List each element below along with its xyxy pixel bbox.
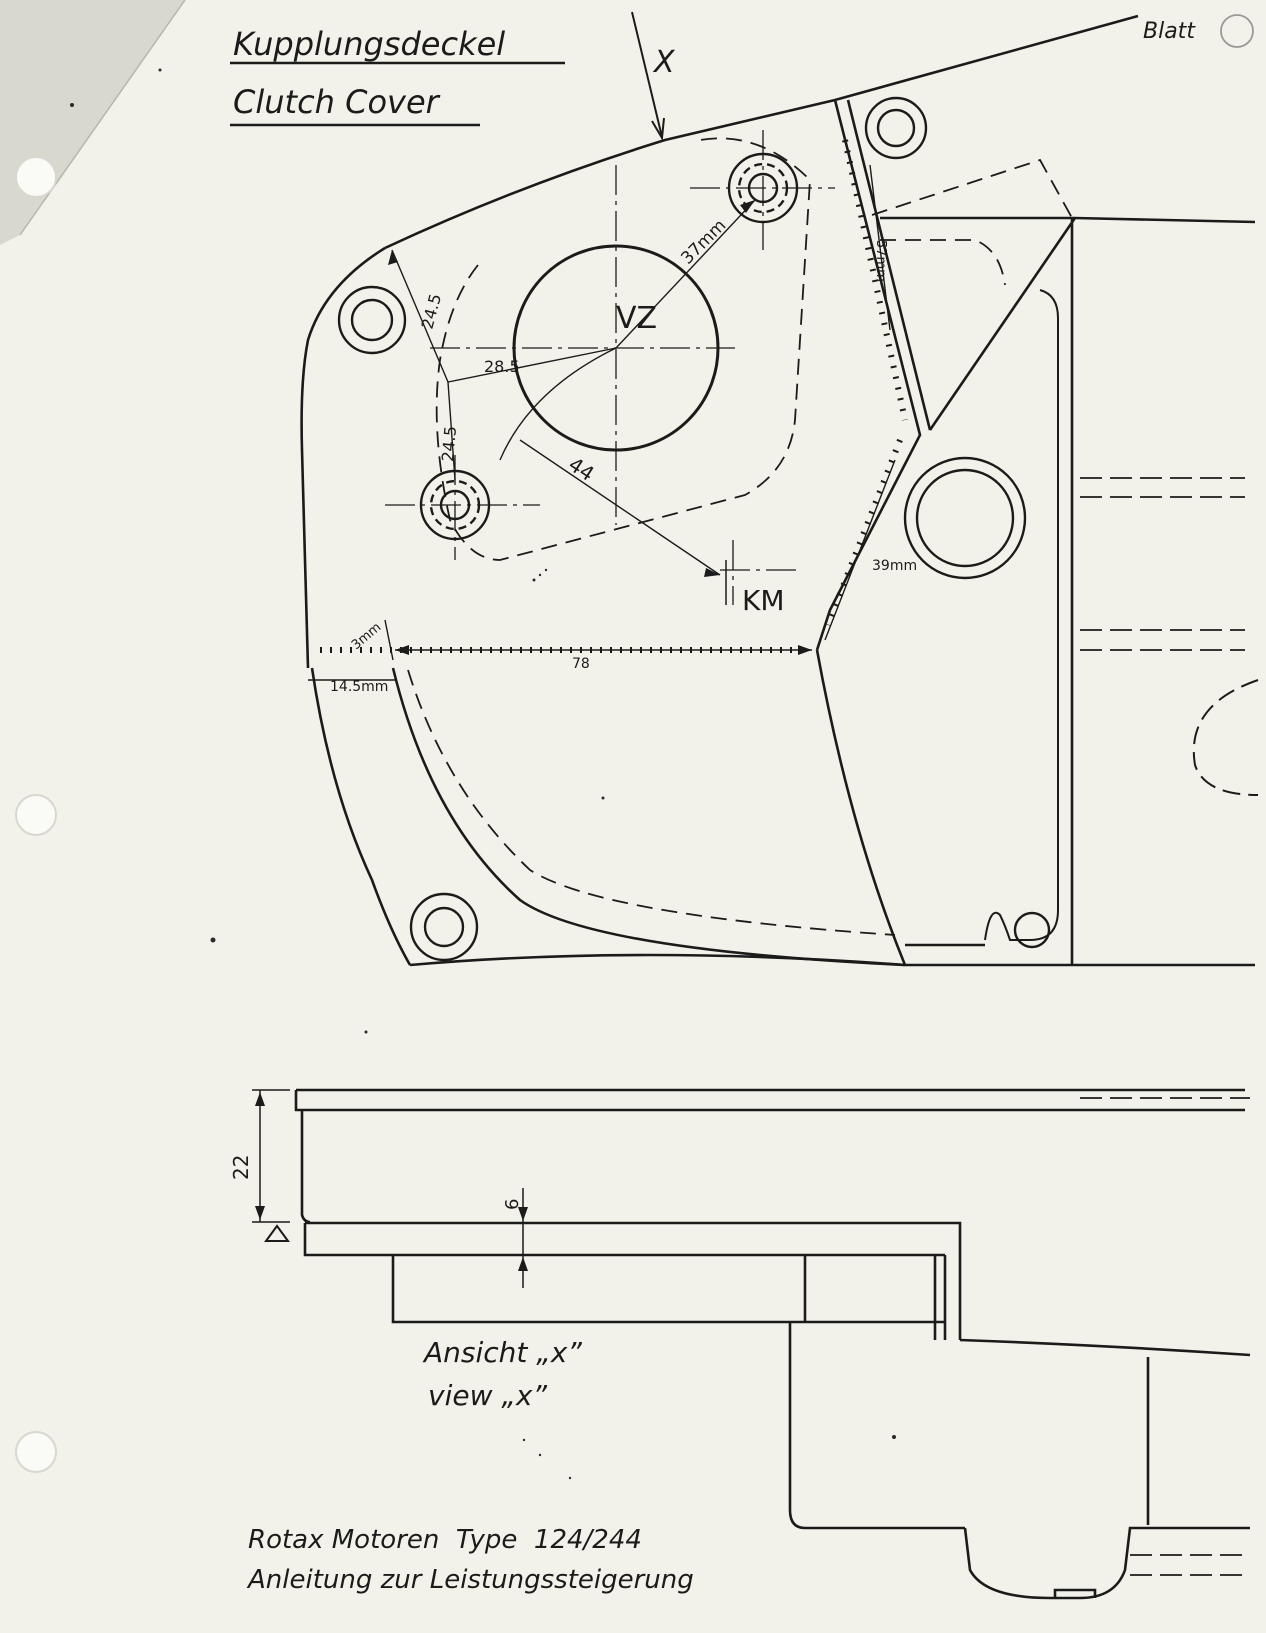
crankcase-outline (300, 14, 1256, 967)
punch-hole-top (15, 156, 57, 198)
view-caption-german: Ansicht „x” (422, 1336, 582, 1369)
view-x-dimension-lines (252, 1089, 524, 1288)
dim-37mm: 37mm (677, 216, 730, 269)
folded-corner (0, 0, 185, 245)
label-km: KM (742, 584, 785, 617)
punch-hole-bottom (15, 1431, 57, 1473)
dim-44: 44 (564, 452, 598, 486)
sheet-number-circle (1220, 14, 1254, 48)
dimension-arrowheads (388, 200, 812, 655)
footer-line-2: Anleitung zur Leistungssteigerung (246, 1565, 694, 1595)
view-x-arrow (631, 11, 665, 142)
label-vz: VZ (616, 301, 657, 336)
mounting-bosses (337, 96, 1051, 962)
view-caption-english: view „x” (428, 1379, 547, 1412)
scan-specks (70, 68, 896, 1480)
title-german: Kupplungsdeckel (233, 25, 505, 63)
footer-line-1: Rotax Motoren Type 124/244 (248, 1525, 642, 1555)
dim-39mm: 39mm (872, 558, 917, 574)
center-lines (385, 130, 835, 605)
dim-14-5mm: 14.5mm (330, 679, 388, 695)
dim-24-5-bottom: 24.5 (438, 425, 460, 462)
dim-24-5-top: 24.5 (418, 292, 446, 331)
edge-hatching (320, 139, 908, 653)
dimension-lines (308, 164, 896, 681)
dim-78: 78 (572, 656, 590, 672)
right-edge-arc (1192, 679, 1259, 796)
dim-57mm: 57mm (873, 240, 888, 282)
dim-6: 6 (502, 1199, 523, 1210)
dim-22: 22 (229, 1155, 253, 1180)
title-english: Clutch Cover (233, 83, 441, 121)
crankcase-inner-outline (984, 289, 1059, 941)
punch-hole-middle (15, 794, 57, 836)
view-x-marker: X (652, 45, 676, 80)
dim-28-5: 28.5 (484, 357, 520, 376)
view-x-elevation (294, 1088, 1251, 1600)
datum-triangle (264, 1224, 290, 1242)
hidden-contours (407, 137, 1073, 936)
sheet-label: Blatt (1143, 19, 1196, 44)
dim-3mm: 3mm (349, 620, 384, 653)
